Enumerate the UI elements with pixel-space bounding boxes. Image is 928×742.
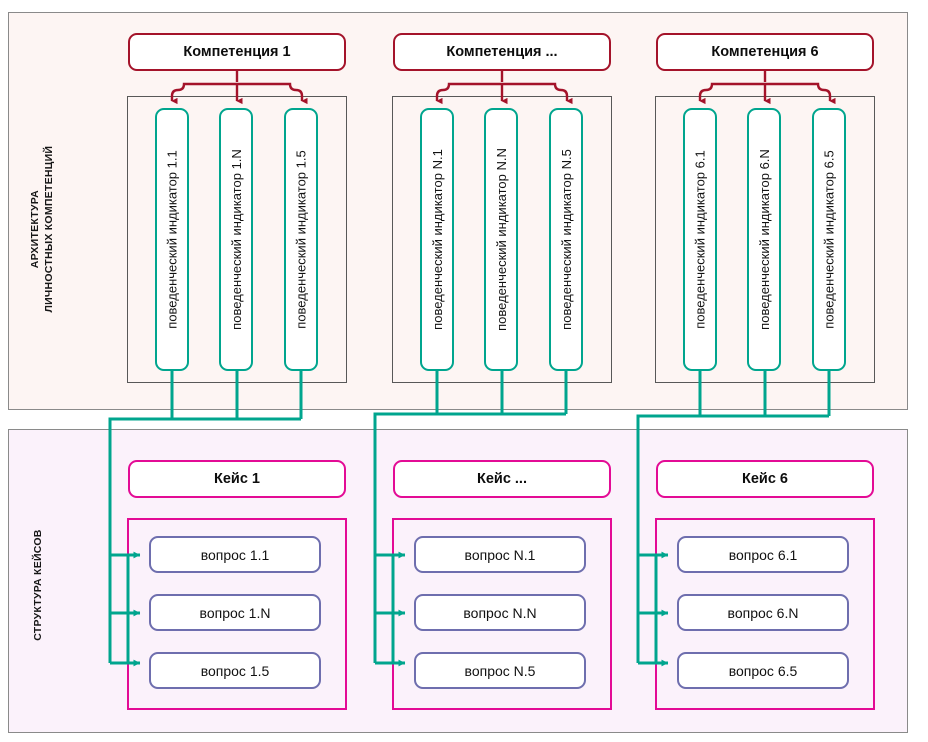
indicator-1-2-label: поведенческий индикатор 1.N bbox=[228, 149, 244, 330]
indicator-3-3[interactable]: поведенческий индикатор 6.5 bbox=[812, 108, 846, 371]
question-3-1[interactable]: вопрос 6.1 bbox=[677, 536, 849, 573]
question-3-3[interactable]: вопрос 6.5 bbox=[677, 652, 849, 689]
indicator-2-2-label: поведенческий индикатор N.N bbox=[493, 148, 509, 331]
case-header-3[interactable]: Кейс 6 bbox=[656, 460, 874, 498]
question-1-2[interactable]: вопрос 1.N bbox=[149, 594, 321, 631]
indicator-1-1-label: поведенческий индикатор 1.1 bbox=[164, 150, 180, 329]
indicator-1-3[interactable]: поведенческий индикатор 1.5 bbox=[284, 108, 318, 371]
question-1-3[interactable]: вопрос 1.5 bbox=[149, 652, 321, 689]
indicator-3-1[interactable]: поведенческий индикатор 6.1 bbox=[683, 108, 717, 371]
question-3-2[interactable]: вопрос 6.N bbox=[677, 594, 849, 631]
indicator-3-1-label: поведенческий индикатор 6.1 bbox=[692, 150, 708, 329]
indicator-3-2[interactable]: поведенческий индикатор 6.N bbox=[747, 108, 781, 371]
indicator-2-3[interactable]: поведенческий индикатор N.5 bbox=[549, 108, 583, 371]
question-2-2[interactable]: вопрос N.N bbox=[414, 594, 586, 631]
indicator-1-2[interactable]: поведенческий индикатор 1.N bbox=[219, 108, 253, 371]
question-1-1[interactable]: вопрос 1.1 bbox=[149, 536, 321, 573]
indicator-3-3-label: поведенческий индикатор 6.5 bbox=[821, 150, 837, 329]
case-header-2[interactable]: Кейс ... bbox=[393, 460, 611, 498]
competency-header-1[interactable]: Компетенция 1 bbox=[128, 33, 346, 71]
indicator-2-1-label: поведенческий индикатор N.1 bbox=[429, 149, 445, 330]
indicator-2-3-label: поведенческий индикатор N.5 bbox=[558, 149, 574, 330]
case-header-1[interactable]: Кейс 1 bbox=[128, 460, 346, 498]
indicator-3-2-label: поведенческий индикатор 6.N bbox=[756, 149, 772, 330]
competency-header-2[interactable]: Компетенция ... bbox=[393, 33, 611, 71]
indicator-1-1[interactable]: поведенческий индикатор 1.1 bbox=[155, 108, 189, 371]
indicator-1-3-label: поведенческий индикатор 1.5 bbox=[293, 150, 309, 329]
competency-header-3[interactable]: Компетенция 6 bbox=[656, 33, 874, 71]
question-2-1[interactable]: вопрос N.1 bbox=[414, 536, 586, 573]
indicator-2-2[interactable]: поведенческий индикатор N.N bbox=[484, 108, 518, 371]
indicator-2-1[interactable]: поведенческий индикатор N.1 bbox=[420, 108, 454, 371]
question-2-3[interactable]: вопрос N.5 bbox=[414, 652, 586, 689]
